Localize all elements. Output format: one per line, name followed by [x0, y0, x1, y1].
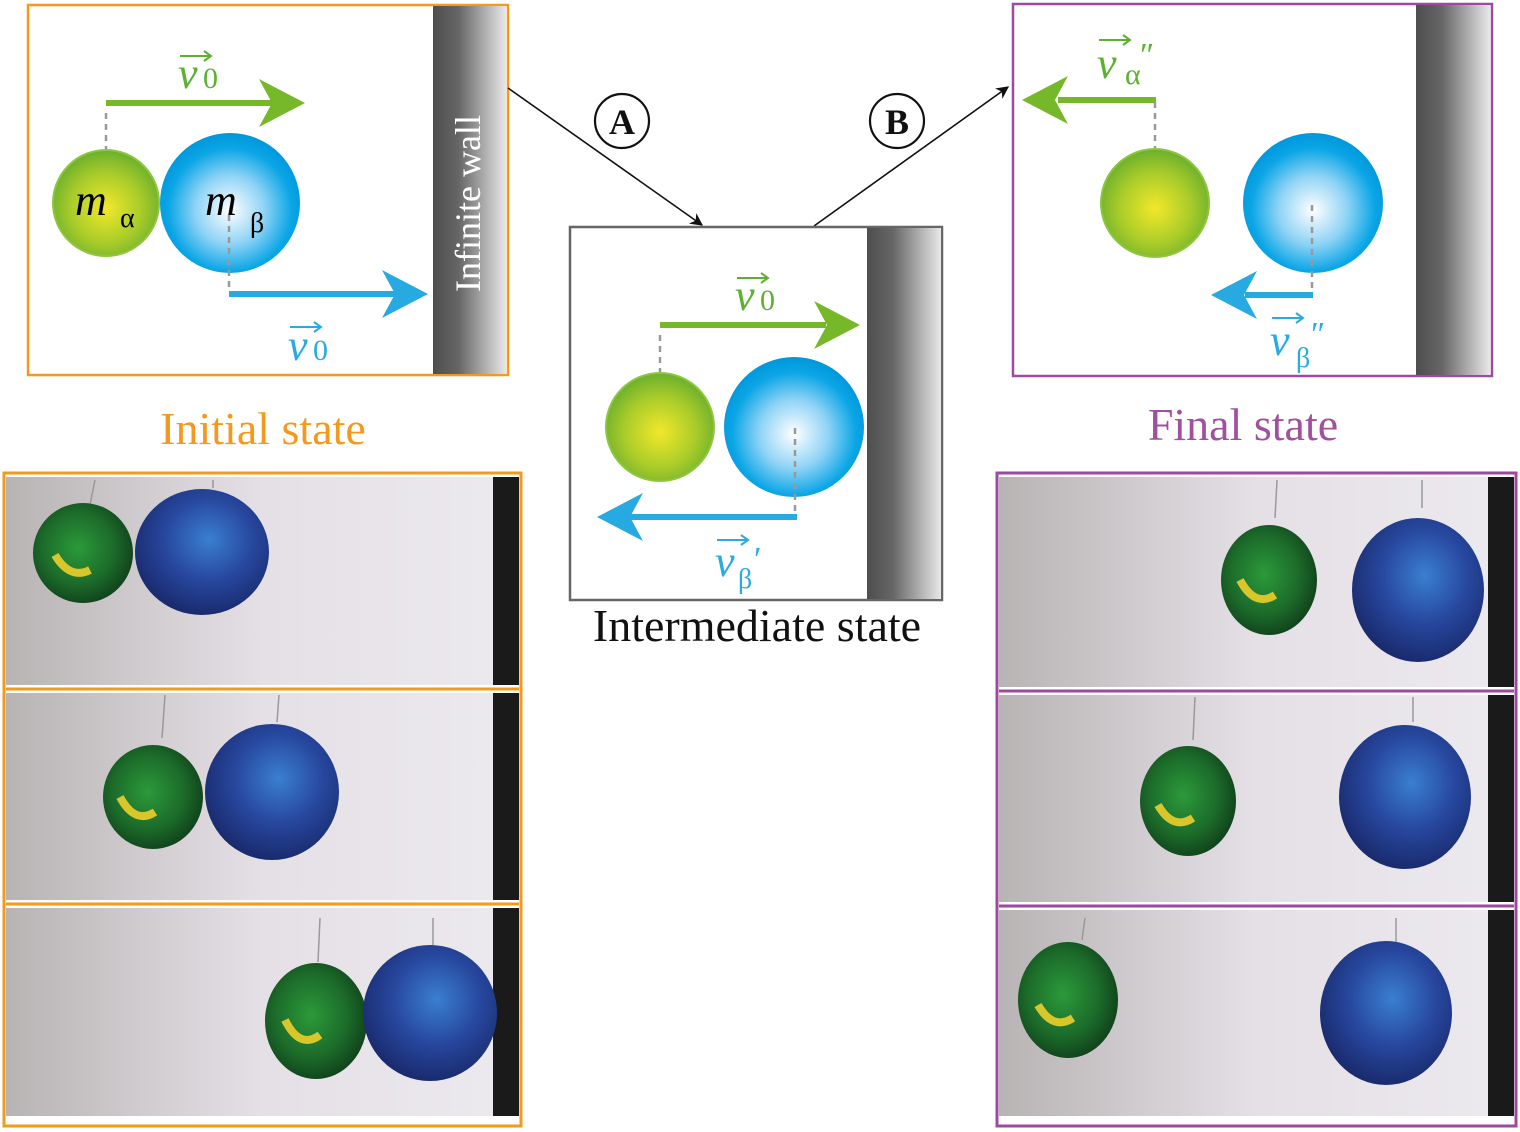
svg-text:m: m	[205, 176, 237, 225]
ball-beta	[1243, 133, 1383, 273]
svg-text:v: v	[288, 321, 308, 370]
transition-b: B	[813, 86, 1010, 227]
intermediate-state-title: Intermediate state	[593, 600, 921, 651]
svg-text:″: ″	[1311, 316, 1325, 353]
arrow-head-icon	[1022, 76, 1068, 124]
svg-text:v: v	[715, 537, 735, 586]
label-vbeta-prime: v β ′	[715, 534, 761, 595]
ball-beta	[724, 357, 864, 497]
infinite-wall	[433, 6, 506, 374]
photo-frame-3	[999, 910, 1514, 1116]
photo-frame-2	[6, 693, 519, 900]
step-b-badge	[868, 92, 926, 150]
label-v0-alpha: v 0	[178, 49, 218, 98]
mass-beta-label: m β	[205, 176, 264, 239]
intermediate-state-panel: v 0 v β ′	[568, 225, 944, 602]
wall-label: Infinite wall	[448, 115, 488, 292]
svg-text:β: β	[250, 208, 264, 239]
label-valpha-double-prime: v α ″	[1097, 34, 1154, 91]
svg-text:″: ″	[1140, 37, 1154, 74]
label-v0-beta: v 0	[288, 321, 328, 370]
photo-frame-3	[6, 908, 519, 1116]
svg-text:v: v	[1270, 316, 1290, 365]
ball-alpha	[1100, 148, 1210, 258]
label-vbeta-double-prime: v β ″	[1270, 312, 1325, 374]
svg-text:α: α	[120, 203, 135, 234]
svg-text:β: β	[738, 564, 752, 595]
photo-frame-1	[6, 477, 519, 685]
final-state-title: Final state	[1148, 399, 1338, 450]
label-v0-alpha: v 0	[735, 271, 775, 320]
arrow-head-icon	[259, 79, 305, 127]
svg-text:0: 0	[760, 284, 775, 317]
arrow-head-icon	[382, 270, 428, 318]
photo-frame-1	[999, 477, 1514, 687]
arrow-head-icon	[814, 301, 860, 349]
svg-text:α: α	[1125, 58, 1141, 91]
mass-alpha-label: m α	[75, 176, 135, 234]
initial-photo-strip	[2, 471, 523, 1128]
transition-a: A	[507, 87, 704, 226]
initial-state-title: Initial state	[160, 403, 366, 454]
infinite-wall	[1416, 5, 1490, 375]
svg-text:m: m	[75, 176, 107, 225]
ball-beta	[160, 133, 300, 273]
svg-text:A: A	[609, 102, 635, 142]
svg-text:0: 0	[313, 334, 328, 367]
svg-text:β: β	[1296, 343, 1310, 374]
final-state-panel: v α ″ v β ″	[1011, 2, 1494, 378]
step-a-badge	[593, 92, 651, 150]
ball-alpha	[605, 372, 715, 482]
svg-text:v: v	[1097, 39, 1117, 88]
final-photo-strip	[995, 471, 1518, 1128]
ball-alpha	[52, 149, 160, 257]
initial-state-panel: Infinite wall v 0 m α m β v 0	[26, 3, 510, 377]
svg-text:′: ′	[754, 541, 761, 578]
arrow-head-icon	[1211, 271, 1257, 319]
svg-text:v: v	[735, 271, 755, 320]
photo-frame-2	[999, 695, 1514, 902]
infinite-wall	[867, 228, 941, 599]
svg-text:v: v	[178, 49, 198, 98]
svg-text:B: B	[885, 102, 909, 142]
svg-text:0: 0	[203, 62, 218, 95]
arrow-head-icon	[597, 493, 643, 541]
